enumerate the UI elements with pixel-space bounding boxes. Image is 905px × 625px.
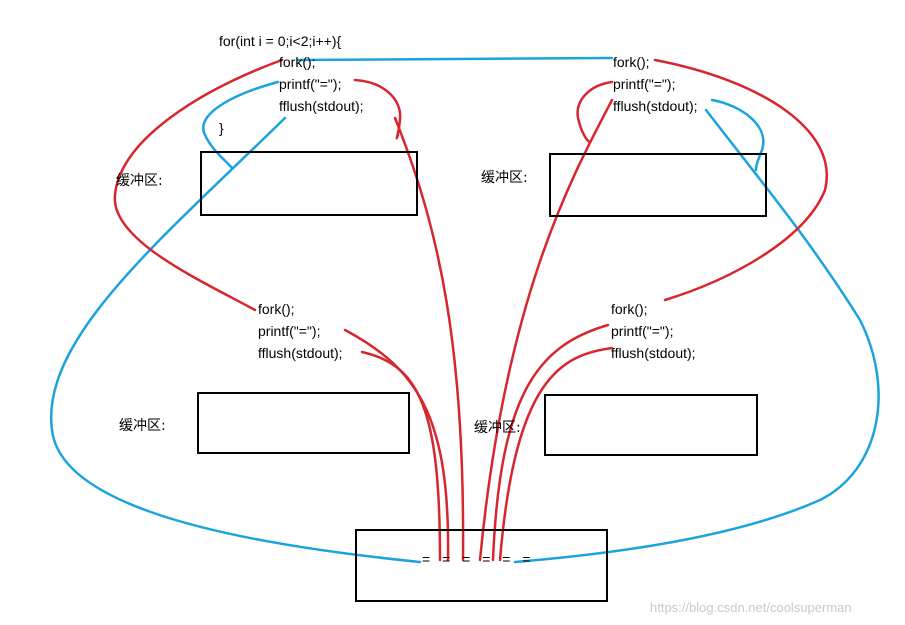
buffer-box-right-grandchild bbox=[544, 394, 758, 456]
main-fork-line: fork(); bbox=[279, 54, 316, 70]
blue-arrow-right-loop bbox=[710, 98, 765, 172]
main-fflush-line: fflush(stdout); bbox=[279, 98, 364, 114]
blue-arrow-fork-top bbox=[296, 56, 614, 62]
red-arrow-main-printf-curl bbox=[353, 78, 402, 140]
left-child-fflush-line: fflush(stdout); bbox=[258, 345, 343, 361]
main-printf-line: printf("="); bbox=[279, 76, 342, 92]
left-child-printf-line: printf("="); bbox=[258, 323, 321, 339]
right-child-fflush-line: fflush(stdout); bbox=[613, 98, 698, 114]
left-child-fork-line: fork(); bbox=[258, 301, 295, 317]
right-grandchild-fflush-line: fflush(stdout); bbox=[611, 345, 696, 361]
buffer-box-right-child bbox=[549, 153, 767, 217]
blue-arrow-main-output bbox=[49, 116, 422, 564]
red-arrow-right-grandchild-output-2 bbox=[498, 346, 614, 562]
output-equals: = = = = = = bbox=[422, 551, 535, 567]
red-arrow-right-printf-curl bbox=[576, 80, 614, 144]
buffer-box-main bbox=[200, 151, 418, 216]
buffer-label-right-child: 缓冲区: bbox=[481, 170, 528, 186]
output-box bbox=[355, 529, 608, 602]
main-loop-line: for(int i = 0;i<2;i++){ bbox=[219, 33, 342, 49]
right-grandchild-printf-line: printf("="); bbox=[611, 323, 674, 339]
watermark: https://blog.csdn.net/coolsuperman bbox=[650, 600, 852, 615]
red-arrow-right-to-grandchild bbox=[653, 58, 828, 302]
red-arrow-left-child-output-2 bbox=[360, 350, 442, 562]
buffer-label-left-child: 缓冲区: bbox=[119, 418, 166, 434]
right-child-fork-line: fork(); bbox=[613, 54, 650, 70]
red-arrow-right-grandchild-output-1 bbox=[491, 323, 610, 562]
right-child-printf-line: printf("="); bbox=[613, 76, 676, 92]
red-arrow-main-to-left-child bbox=[113, 58, 284, 312]
red-arrow-right-printf-output bbox=[478, 98, 614, 562]
main-close-brace: } bbox=[219, 120, 224, 136]
red-arrow-main-printf-output bbox=[393, 116, 465, 562]
buffer-label-right-grandchild: 缓冲区: bbox=[474, 420, 521, 436]
blue-arrow-right-output bbox=[513, 108, 880, 564]
right-grandchild-fork-line: fork(); bbox=[611, 301, 648, 317]
blue-arrow-main-loop bbox=[202, 80, 280, 170]
buffer-label-main: 缓冲区: bbox=[116, 173, 163, 189]
buffer-box-left-child bbox=[197, 392, 410, 454]
red-arrow-left-child-output-1 bbox=[343, 328, 450, 562]
